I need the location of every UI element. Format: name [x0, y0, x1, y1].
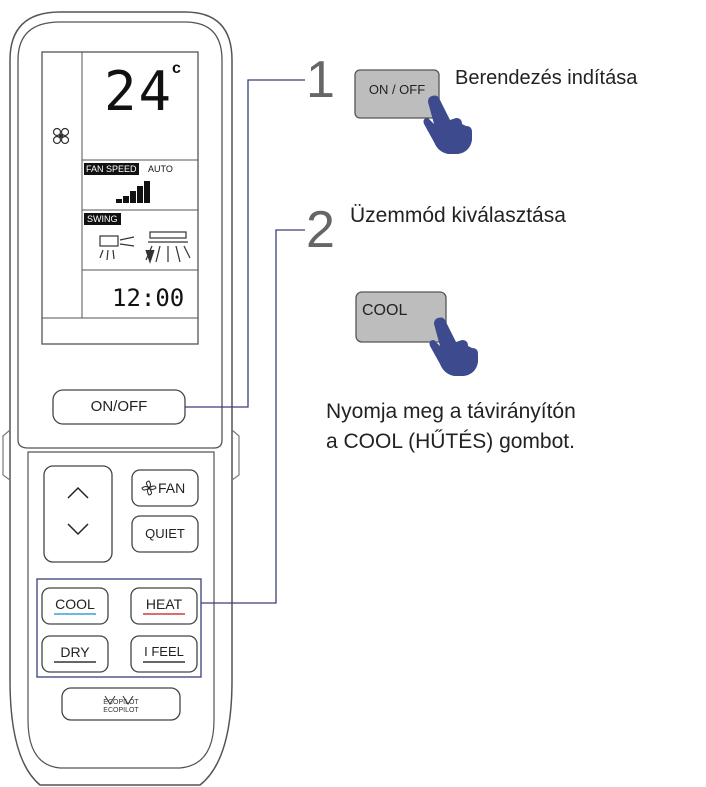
snowflake-icon [52, 127, 70, 145]
instruction-line-2: a COOL (HŰTÉS) gombot. [326, 430, 575, 453]
remote-ecopilot-label-bottom: ECOPILOT [103, 707, 139, 714]
remote-cool-button[interactable] [41, 587, 109, 625]
swing-icon-right [145, 231, 191, 264]
remote-quiet-label: QUIET [145, 526, 185, 541]
arrow-down-icon[interactable] [67, 523, 89, 536]
lcd-fan-auto-label: AUTO [148, 164, 173, 174]
remote-ecopilot-button[interactable] [61, 687, 181, 721]
remote-fan-label: FAN [158, 480, 186, 496]
step2-button-graphic [355, 291, 447, 343]
fan-icon [141, 480, 157, 496]
step1-button-label: ON / OFF [368, 82, 426, 97]
hand-icon-cool [429, 317, 478, 376]
remote-dry-label: DRY [60, 644, 90, 660]
lcd-fan-speed-label: FAN SPEED [84, 163, 139, 175]
remote-side-lip-right [231, 429, 240, 481]
remote-quiet-button[interactable] [131, 515, 199, 553]
arrow-up-icon[interactable] [67, 486, 89, 499]
lcd-temperature: 24 [104, 60, 174, 123]
lcd-temperature-unit: c [172, 60, 181, 77]
temperature-arrow-pad[interactable] [43, 465, 113, 563]
hand-icon [423, 95, 472, 154]
remote-dry-button[interactable] [41, 635, 109, 673]
instruction-line-1: Nyomja meg a távirányítón [326, 400, 576, 423]
connector-lines [185, 79, 305, 604]
remote-heat-label: HEAT [145, 596, 183, 612]
swing-icon-left [99, 235, 135, 261]
connector-line-on-off [185, 79, 305, 408]
remote-side-lip-left [2, 429, 11, 481]
remote-cool-label: COOL [55, 596, 95, 612]
remote-on-off-label: ON/OFF [90, 398, 148, 415]
remote-ifeel-button[interactable] [130, 635, 198, 673]
lcd-swing-label: SWING [84, 213, 121, 225]
step2-caption: Üzemmód kiválasztása [350, 204, 566, 227]
lcd-screen [41, 51, 199, 345]
remote-ifeel-label: I FEEL [144, 644, 184, 659]
step2-number: 2 [306, 201, 335, 259]
lcd-clock: 12:00 [112, 284, 185, 312]
step1-number: 1 [306, 51, 335, 109]
remote-fan-button[interactable] [131, 469, 199, 507]
fan-speed-bars [116, 181, 150, 203]
step2-button-label: COOL [362, 302, 408, 319]
step1-button-graphic [354, 69, 440, 119]
remote-ecopilot-label-top: ECOPILOT [103, 699, 139, 706]
remote-heat-button[interactable] [130, 587, 198, 625]
connector-line-mode [201, 229, 305, 604]
mode-buttons-frame [36, 578, 202, 678]
ecopilot-icon [104, 695, 134, 705]
step1-caption: Berendezés indítása [455, 67, 638, 89]
